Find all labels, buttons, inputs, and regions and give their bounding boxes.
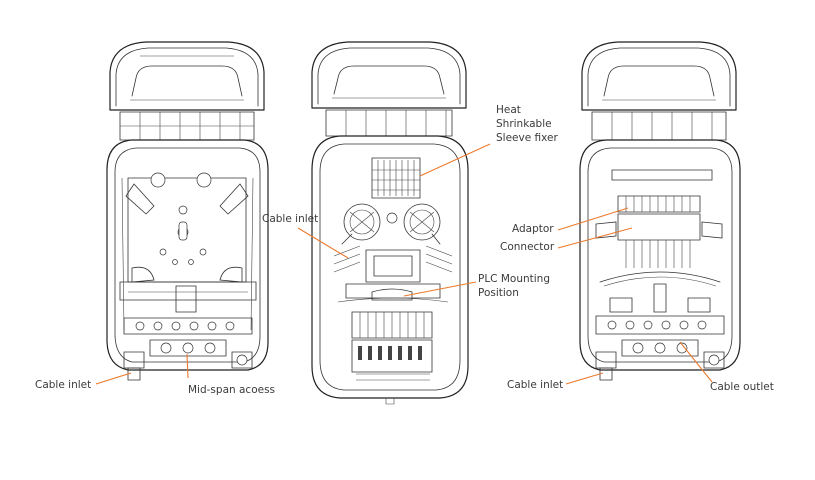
- right-hinge: [591, 111, 727, 141]
- left-enclosure: [106, 41, 269, 381]
- adaptor-leader: [557, 207, 629, 231]
- left-base: [106, 139, 269, 371]
- center-lid: [311, 41, 467, 109]
- plc-leader: [403, 281, 477, 297]
- center-cable-inlet-leader: [297, 227, 349, 259]
- center-hinge: [325, 109, 453, 137]
- heat-shrink-leader: [419, 143, 491, 177]
- plc-mounting-area: [337, 283, 449, 303]
- center-adaptor-bank: [351, 311, 433, 381]
- connector-label: Connector: [500, 241, 555, 253]
- plc-label-line2: Position: [478, 287, 519, 299]
- left-cable-inlet-leader: [95, 372, 132, 385]
- right-fiber-routing: [599, 271, 721, 313]
- right-base: [579, 139, 741, 371]
- left-lower-frame: [119, 281, 257, 357]
- center-cable-inlet-label: Cable inlet: [262, 213, 318, 225]
- left-cable-inlet-label: Cable inlet: [35, 379, 91, 391]
- right-cable-gland-left: [595, 351, 617, 381]
- mid-span-access-label: Mid-span acoess: [188, 384, 275, 396]
- splice-reel-left: [343, 203, 381, 241]
- heat-shrink-label-line2: Shrinkable: [496, 118, 552, 130]
- left-tray: [125, 172, 249, 283]
- center-hub: [386, 212, 398, 224]
- right-cable-inlet-leader: [565, 372, 604, 385]
- plc-label-line1: PLC Mounting: [478, 273, 550, 285]
- cable-outlet-leader: [679, 341, 713, 383]
- center-base: [311, 135, 469, 405]
- right-enclosure: [579, 41, 741, 381]
- right-lower-frame: [595, 315, 725, 357]
- right-lid: [581, 41, 737, 111]
- cable-outlet-label: Cable outlet: [710, 381, 774, 393]
- heat-shrink-label-line1: Heat: [496, 104, 521, 116]
- heat-shrink-sleeve-fixer: [371, 157, 421, 199]
- left-hinge: [119, 111, 255, 141]
- left-cable-gland-right: [231, 351, 253, 369]
- right-cable-gland-right: [703, 351, 725, 369]
- heat-shrink-label-line3: Sleeve fixer: [496, 132, 558, 144]
- left-lid: [109, 41, 265, 111]
- splice-reel-right: [403, 203, 441, 241]
- left-cable-gland-left: [123, 351, 145, 381]
- adaptor-label: Adaptor: [512, 223, 554, 235]
- center-enclosure: [311, 41, 469, 405]
- center-middle-tray: [333, 245, 453, 283]
- connector-leader: [557, 227, 633, 249]
- right-adaptor-panel: [595, 169, 723, 268]
- right-cable-inlet-label: Cable inlet: [507, 379, 563, 391]
- mid-span-access-leader: [186, 353, 189, 379]
